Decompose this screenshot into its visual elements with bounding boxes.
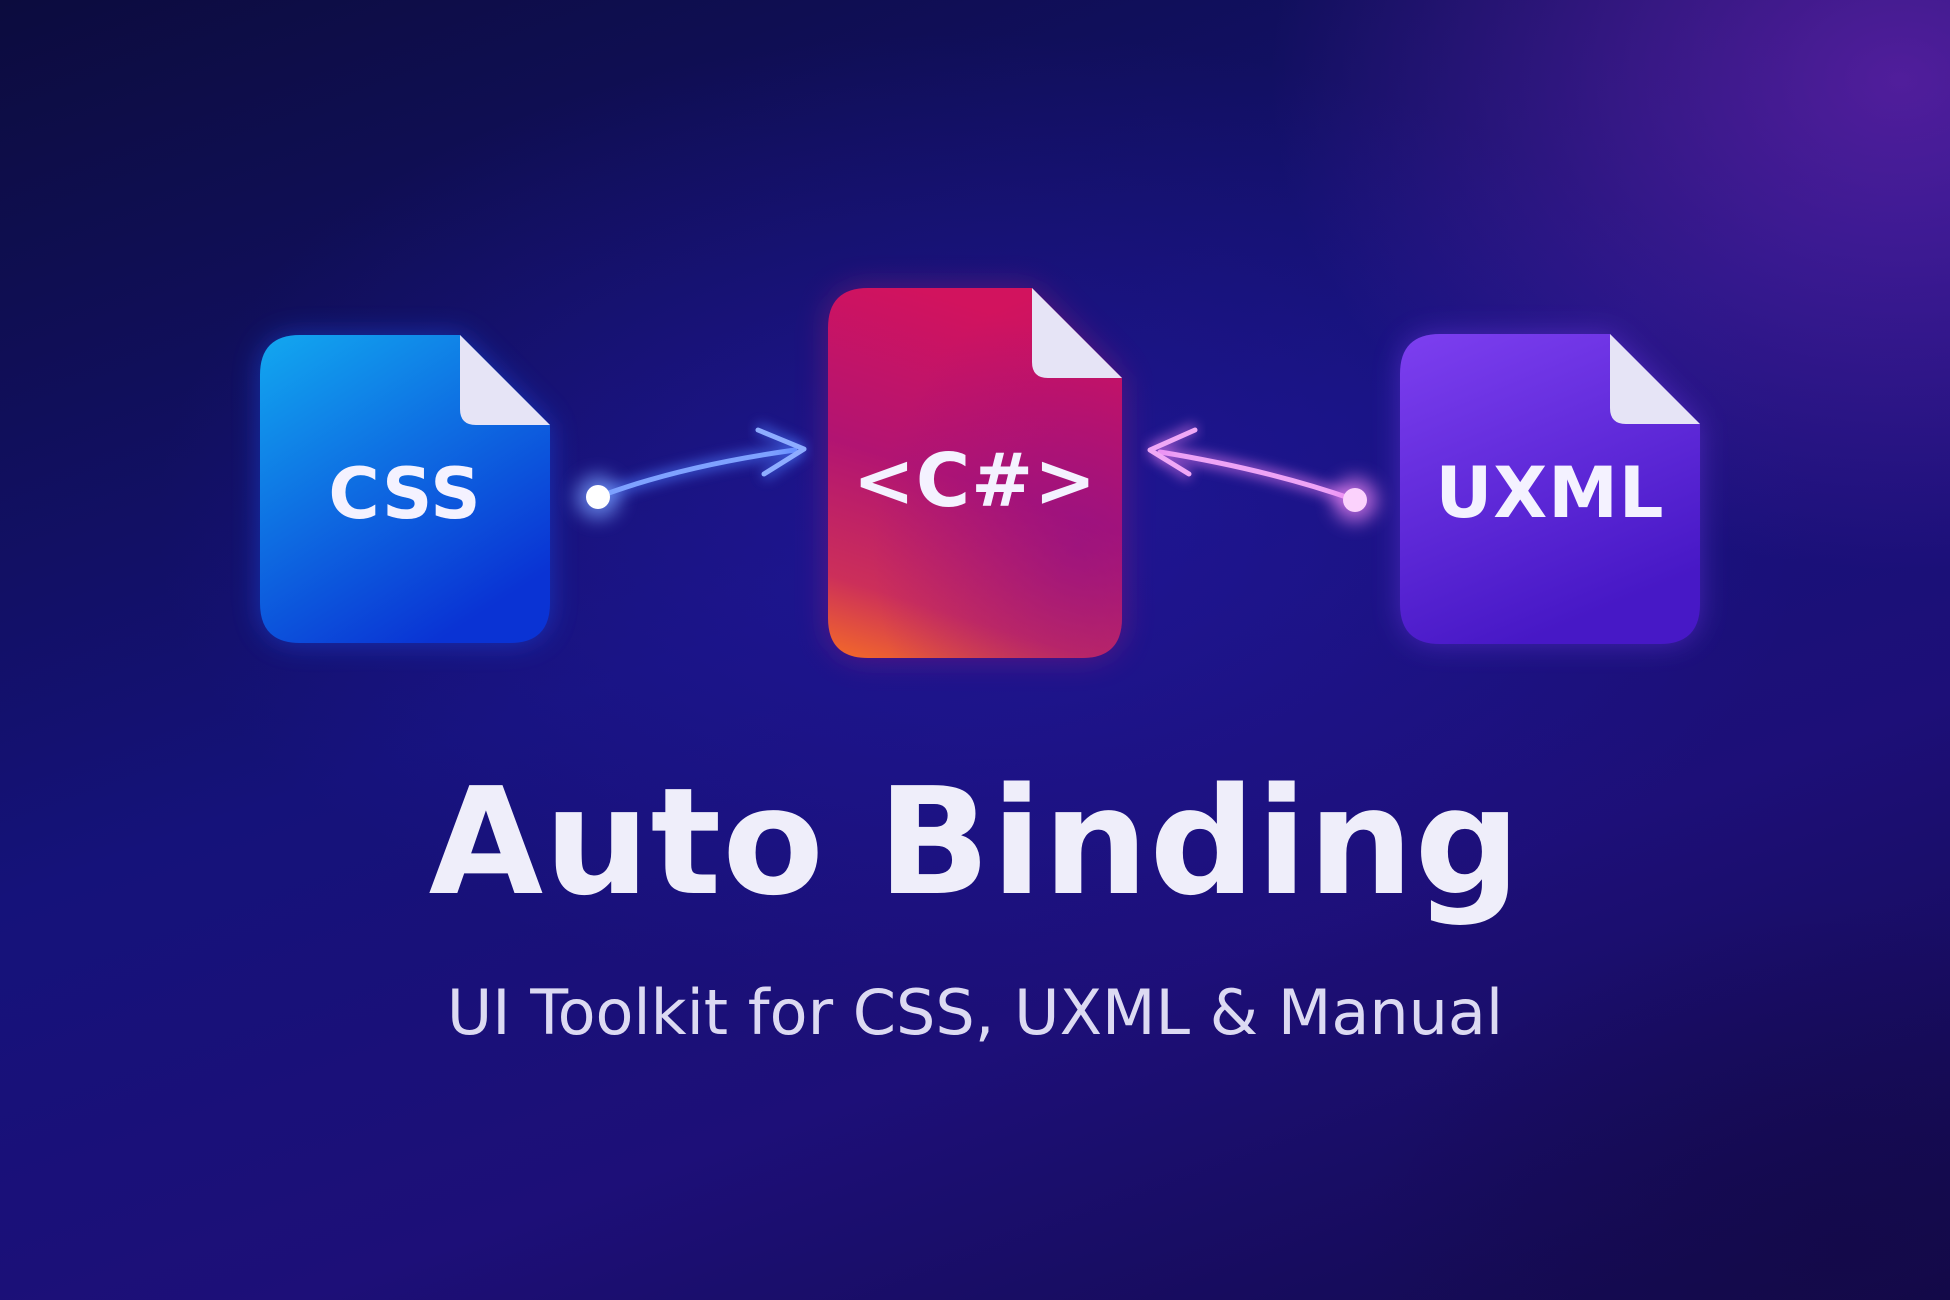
csharp-file-icon: <C#>	[828, 288, 1122, 658]
css-to-csharp-arrow	[576, 422, 808, 519]
csharp-file-label: <C#>	[852, 438, 1098, 524]
uxml-connection-dot	[1333, 478, 1377, 522]
uxml-file-icon: UXML	[1400, 334, 1700, 644]
uxml-to-csharp-arrow	[1147, 423, 1377, 522]
page-subtitle: UI Toolkit for CSS, UXML & Manual	[446, 976, 1504, 1049]
css-connection-dot	[576, 475, 620, 519]
uxml-file-label: UXML	[1435, 452, 1665, 534]
page-title: Auto Binding	[428, 756, 1522, 928]
css-file-icon: CSS	[260, 335, 550, 643]
css-file-label: CSS	[328, 453, 482, 535]
